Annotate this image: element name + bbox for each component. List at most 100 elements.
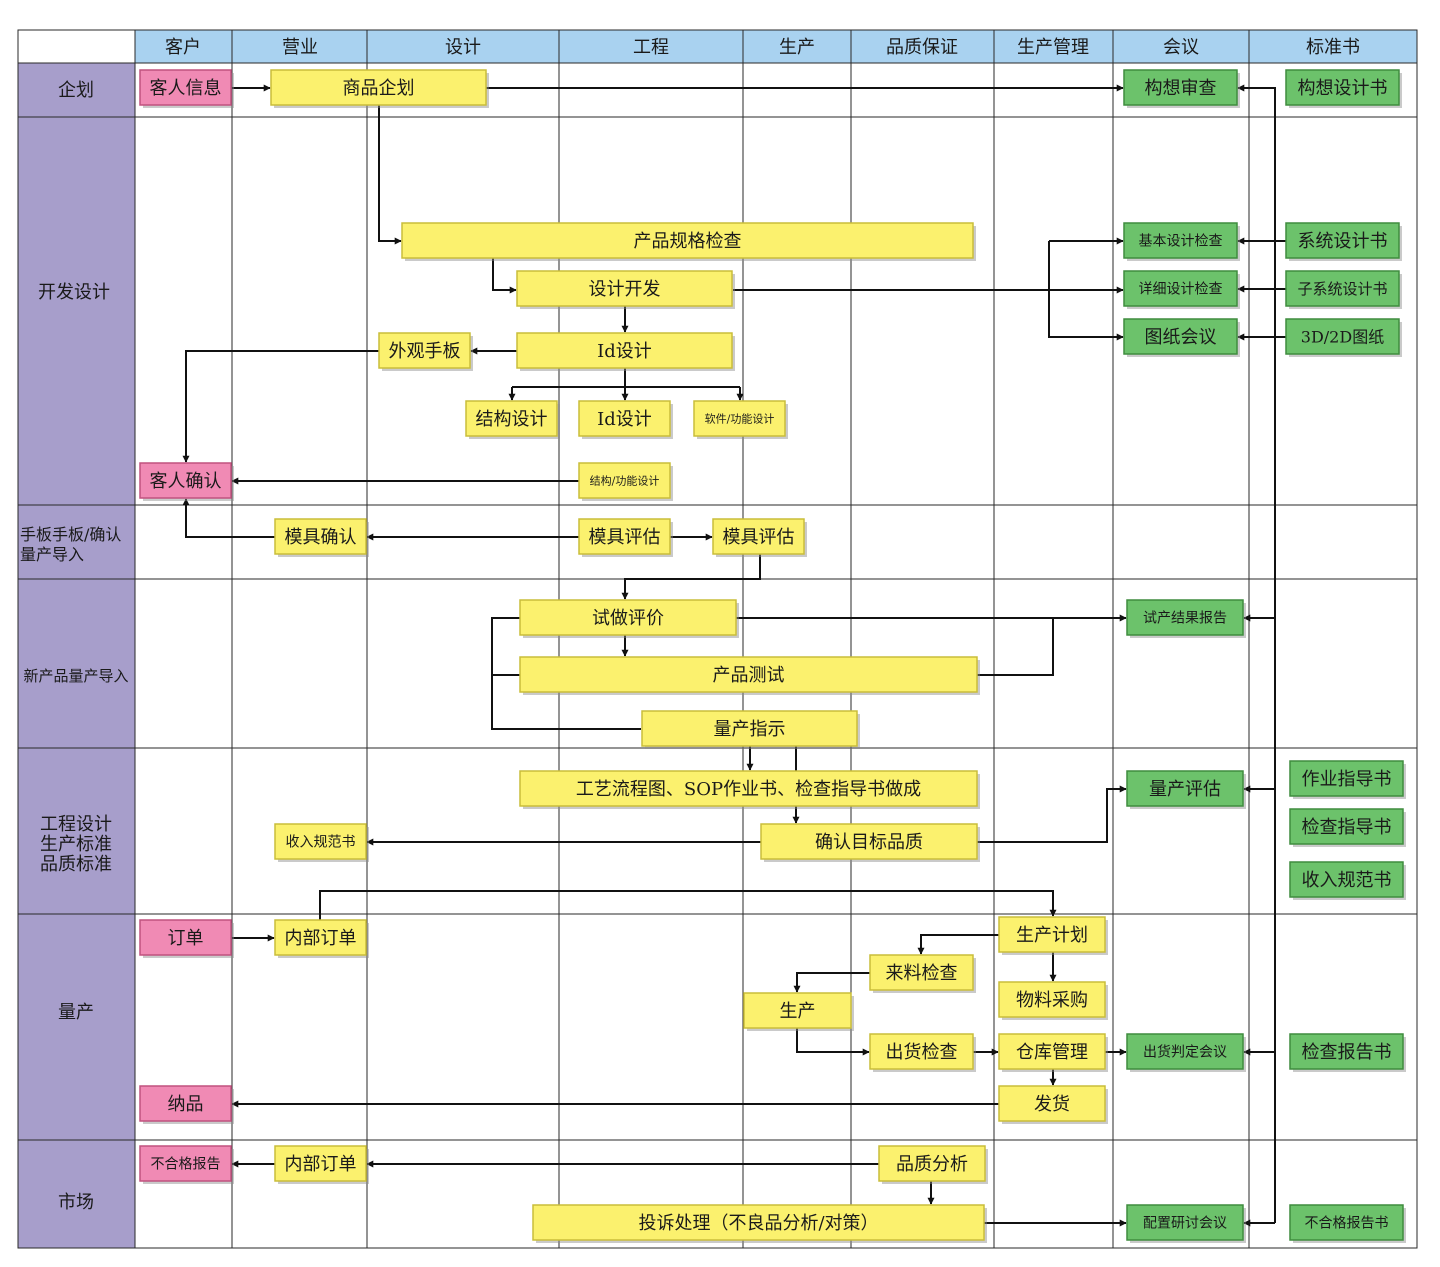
node-box (1289, 1204, 1404, 1241)
flow-node-n30: 收入规范书 (274, 823, 369, 862)
flow-arrow (917, 934, 999, 955)
flow-arrow (977, 618, 1054, 676)
flow-node-n2: 商品企划 (270, 69, 489, 108)
flow-node-n28: 量产评估 (1126, 770, 1246, 809)
flow-node-n43: 检查报告书 (1289, 1033, 1406, 1072)
flow-arrow (492, 258, 517, 294)
node-label: 结构/功能设计 (590, 473, 660, 487)
column-header-customer: 客户 (165, 37, 201, 58)
flow-node-n29: 作业指导书 (1289, 760, 1406, 799)
node-box (1126, 1033, 1244, 1070)
node-label: 软件/功能设计 (705, 411, 775, 425)
node-box (465, 400, 558, 437)
node-label: 构想审查 (1145, 78, 1217, 99)
flow-node-n24: 试产结果报告 (1126, 599, 1246, 638)
column-header-engineering: 工程 (633, 37, 669, 58)
flow-node-n5: 产品规格检查 (401, 222, 976, 261)
row-header-engineering-line1: 工程设计 (40, 814, 112, 835)
node-label: 外观手板 (389, 341, 461, 362)
column-header-quality-assurance: 品质保证 (886, 37, 958, 58)
node-box (998, 1033, 1106, 1070)
row-header-market: 市场 (58, 1192, 94, 1213)
flow-node-n51: 不合格报告书 (1289, 1204, 1406, 1243)
node-label: 内部订单 (285, 928, 357, 949)
node-box (1285, 69, 1400, 106)
node-box (998, 981, 1106, 1018)
node-label: 作业指导书 (1302, 769, 1392, 790)
flow-node-n13: 图纸会议 (1123, 318, 1240, 357)
flow-node-n44: 纳品 (139, 1085, 234, 1124)
flow-node-n41: 仓库管理 (998, 1033, 1108, 1072)
row-header-band (18, 63, 135, 1248)
node-box (270, 69, 487, 106)
node-label: 出货检查 (886, 1042, 958, 1063)
flow-arrow (793, 972, 870, 993)
flow-node-n21: 模具评估 (578, 518, 673, 557)
flow-node-n38: 物料采购 (998, 981, 1108, 1020)
flow-node-n19: 结构/功能设计 (578, 462, 673, 501)
node-label: 设计开发 (589, 279, 661, 300)
node-box (878, 1145, 986, 1182)
node-box (378, 332, 471, 369)
row-header-mass-production: 量产 (58, 1002, 94, 1023)
node-box (274, 823, 367, 860)
flow-arrow (378, 105, 402, 245)
flow-node-n12: Id设计 (516, 332, 735, 371)
node-box (1126, 770, 1244, 807)
flow-node-n34: 订单 (139, 919, 234, 958)
flow-node-n1: 客人信息 (139, 69, 234, 108)
flow-node-n45: 发货 (998, 1085, 1108, 1124)
node-label: 客人信息 (150, 78, 222, 99)
node-label: 生产 (780, 1001, 816, 1022)
node-box (1285, 222, 1400, 259)
node-label: 物料采购 (1016, 990, 1088, 1011)
node-label: 构想设计书 (1298, 78, 1388, 99)
node-label: 检查指导书 (1302, 817, 1392, 838)
node-label: 不合格报告 (151, 1157, 221, 1173)
row-header-new-product-introduction: 新产品量产导入 (23, 667, 128, 685)
node-label: 检查报告书 (1302, 1042, 1392, 1063)
node-label: 系统设计书 (1298, 231, 1388, 252)
node-box (578, 462, 671, 499)
node-box (743, 992, 852, 1029)
node-box (1289, 861, 1404, 898)
node-label: 来料检查 (886, 963, 958, 984)
node-box (578, 400, 671, 437)
flow-node-n50: 配置研讨会议 (1126, 1204, 1246, 1243)
flow-node-n4: 构想设计书 (1285, 69, 1402, 108)
node-label: 生产计划 (1016, 925, 1088, 946)
node-label: 模具确认 (285, 527, 357, 548)
node-label: 试做评价 (592, 608, 664, 629)
row-header-prototype-line2: 量产导入 (20, 545, 84, 564)
flow-node-n36: 生产计划 (998, 916, 1108, 955)
flow-node-n22: 模具评估 (712, 518, 807, 557)
node-box (516, 270, 733, 307)
flow-node-n15: 结构设计 (465, 400, 560, 439)
flow-node-n46: 不合格报告 (139, 1145, 234, 1184)
node-label: 纳品 (168, 1094, 204, 1115)
flow-node-n23: 试做评价 (519, 599, 739, 638)
node-label: 配置研讨会议 (1143, 1216, 1227, 1232)
flow-arrow (621, 554, 761, 600)
flow-node-n18: 客人确认 (139, 462, 234, 501)
flow-node-n14: 3D/2D图纸 (1285, 318, 1402, 357)
flow-node-n47: 内部订单 (274, 1145, 369, 1184)
node-label: 出货判定会议 (1143, 1044, 1227, 1061)
node-label: 结构设计 (476, 409, 548, 430)
flow-node-n37: 来料检查 (869, 954, 976, 993)
node-box (519, 599, 737, 636)
flow-node-n35: 内部订单 (274, 919, 369, 958)
flow-node-n10: 子系统设计书 (1285, 270, 1402, 309)
node-box (641, 710, 858, 747)
node-box (760, 823, 978, 860)
node-label: 仓库管理 (1016, 1042, 1088, 1063)
flow-node-n32: 检查指导书 (1289, 808, 1406, 847)
node-label: 量产指示 (714, 719, 786, 740)
node-box (1126, 599, 1244, 636)
flow-arrow (796, 1028, 870, 1056)
node-box (519, 656, 978, 693)
flow-arrow (182, 350, 379, 463)
node-box (998, 1085, 1106, 1122)
node-box (1123, 222, 1238, 259)
